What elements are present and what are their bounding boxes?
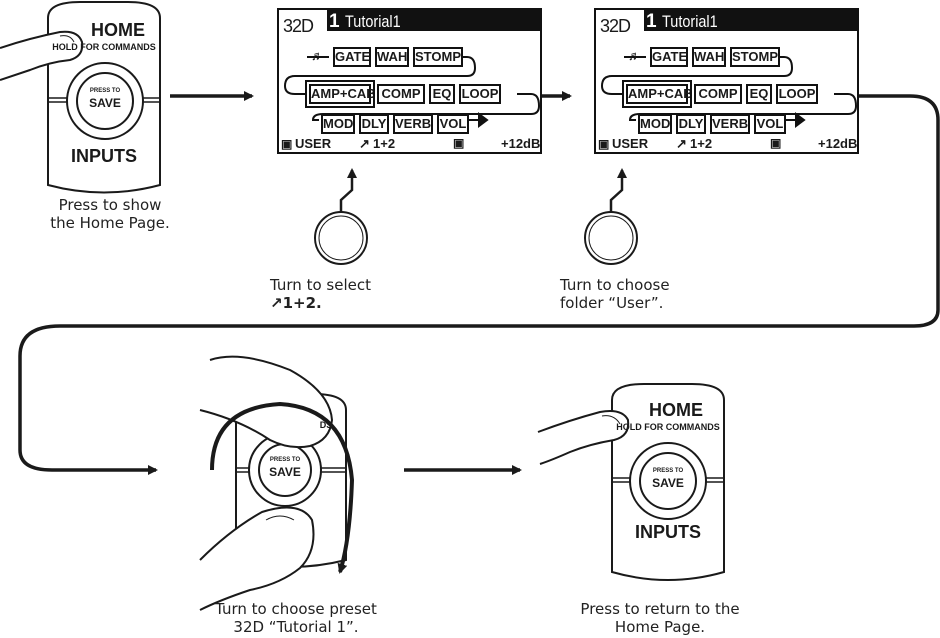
caption-line: the Home Page. <box>50 214 170 232</box>
caption-step-4: Turn to choose preset 32D “Tutorial 1”. <box>186 600 406 636</box>
lcd-titlebar <box>644 10 857 31</box>
pointer-line-1 <box>339 168 357 212</box>
block-comp[interactable]: COMP <box>377 84 425 104</box>
save-label: SAVE <box>89 96 121 110</box>
caption-line: Turn to choose <box>560 276 670 294</box>
caption-line: Press to return to the <box>580 600 740 618</box>
footer-level: +12dB <box>818 136 858 151</box>
input-arrow-icon: ↗ <box>359 136 370 151</box>
caption-line: folder “User”. <box>560 294 664 312</box>
caption-line: Turn to choose preset <box>215 600 377 618</box>
block-dly[interactable]: DLY <box>359 114 389 134</box>
block-gate[interactable]: GATE <box>333 47 371 67</box>
pointer-line-2 <box>609 168 627 212</box>
inputs-label: INPUTS <box>70 146 137 166</box>
home-label: HOME <box>649 400 703 420</box>
block-eq[interactable]: EQ <box>429 84 455 104</box>
caption-line: Press to show <box>58 196 162 214</box>
home-label: HOME <box>91 20 145 40</box>
footer-folder: USER <box>295 136 332 151</box>
block-verb[interactable]: VERB <box>393 114 433 134</box>
rotate-arrow-icon <box>210 401 355 574</box>
encoder-knob-2[interactable] <box>584 211 638 265</box>
caption-line: 32D “Tutorial 1”. <box>233 618 359 636</box>
folder-icon: ▣ <box>598 137 610 151</box>
hold-for-commands-label: HOLD FOR COMMANDS <box>52 42 156 52</box>
preset-id: 32D <box>600 16 631 36</box>
preset-number: 1 <box>329 11 340 32</box>
guitar-icon: ♬ <box>311 48 324 63</box>
lcd-screen-2: 32D 1 Tutorial1 ♬ GATE WAH STOMP AMP+CAB… <box>594 8 859 154</box>
caption-step-1: Press to show the Home Page. <box>40 196 180 232</box>
input-arrow-icon: ↗ <box>270 294 283 312</box>
press-to-label: PRESS TO <box>269 457 301 463</box>
block-stomp[interactable]: STOMP <box>413 47 463 67</box>
caption-step-5: Press to return to the Home Page. <box>550 600 770 636</box>
guitar-icon: ♬ <box>628 48 641 63</box>
footer-input: 1+2 <box>690 136 713 151</box>
preset-id: 32D <box>283 16 314 36</box>
footer-input: 1+2 <box>373 136 396 151</box>
inputs-label: INPUTS <box>634 522 701 542</box>
block-amp-cab[interactable]: AMP+CAB <box>622 80 693 108</box>
block-gate[interactable]: GATE <box>650 47 688 67</box>
caption-line: ↗1+2. <box>270 294 410 312</box>
lcd-titlebar <box>327 10 540 31</box>
save-label: SAVE <box>652 476 684 490</box>
block-loop[interactable]: LOOP <box>776 84 818 104</box>
preset-name: Tutorial1 <box>662 12 718 31</box>
block-wah[interactable]: WAH <box>375 47 409 67</box>
block-vol[interactable]: VOL <box>437 114 469 134</box>
save-label: SAVE <box>269 465 301 479</box>
input-arrow-icon: ↗ <box>676 136 687 151</box>
folder-icon: ▣ <box>281 137 293 151</box>
caption-line: Turn to select <box>270 276 371 294</box>
block-eq[interactable]: EQ <box>746 84 772 104</box>
footer-folder: USER <box>612 136 649 151</box>
hand-icon-1 <box>0 30 84 81</box>
save-knob-1[interactable] <box>66 62 144 140</box>
hand-icon-turn-top <box>199 355 334 449</box>
connector-line <box>18 94 940 475</box>
press-to-label: PRESS TO <box>652 468 684 474</box>
block-mod[interactable]: MOD <box>321 114 355 134</box>
encoder-knob-1[interactable] <box>314 211 368 265</box>
signal-path-lines <box>600 56 857 128</box>
lock-icon: ▣ <box>770 136 782 150</box>
block-verb[interactable]: VERB <box>710 114 750 134</box>
block-comp[interactable]: COMP <box>694 84 742 104</box>
block-vol[interactable]: VOL <box>754 114 786 134</box>
lock-icon: ▣ <box>453 136 465 150</box>
hand-icon-turn-bottom <box>199 506 315 611</box>
press-to-label: PRESS TO <box>89 88 121 94</box>
block-stomp[interactable]: STOMP <box>730 47 780 67</box>
lcd-screen-1: 32D 1 Tutorial1 ♬ GATE WAH STOMP AMP+CAB… <box>277 8 542 154</box>
save-knob-2[interactable] <box>629 442 707 520</box>
hold-partial-label: DS <box>319 420 333 430</box>
block-dly[interactable]: DLY <box>676 114 706 134</box>
block-mod[interactable]: MOD <box>638 114 672 134</box>
caption-line: Home Page. <box>614 618 706 636</box>
block-amp-cab[interactable]: AMP+CAB <box>305 80 376 108</box>
block-loop[interactable]: LOOP <box>459 84 501 104</box>
footer-level: +12dB <box>501 136 541 151</box>
block-wah[interactable]: WAH <box>692 47 726 67</box>
preset-number: 1 <box>646 11 657 32</box>
signal-path-lines <box>283 56 540 128</box>
hand-icon-2 <box>537 410 630 465</box>
caption-step-3: Turn to choose folder “User”. <box>560 276 720 312</box>
preset-name: Tutorial1 <box>345 12 401 31</box>
hold-for-commands-label: HOLD FOR COMMANDS <box>616 422 720 432</box>
caption-step-2: Turn to select ↗1+2. <box>270 276 410 312</box>
caption-line-value: 1+2. <box>282 294 322 312</box>
